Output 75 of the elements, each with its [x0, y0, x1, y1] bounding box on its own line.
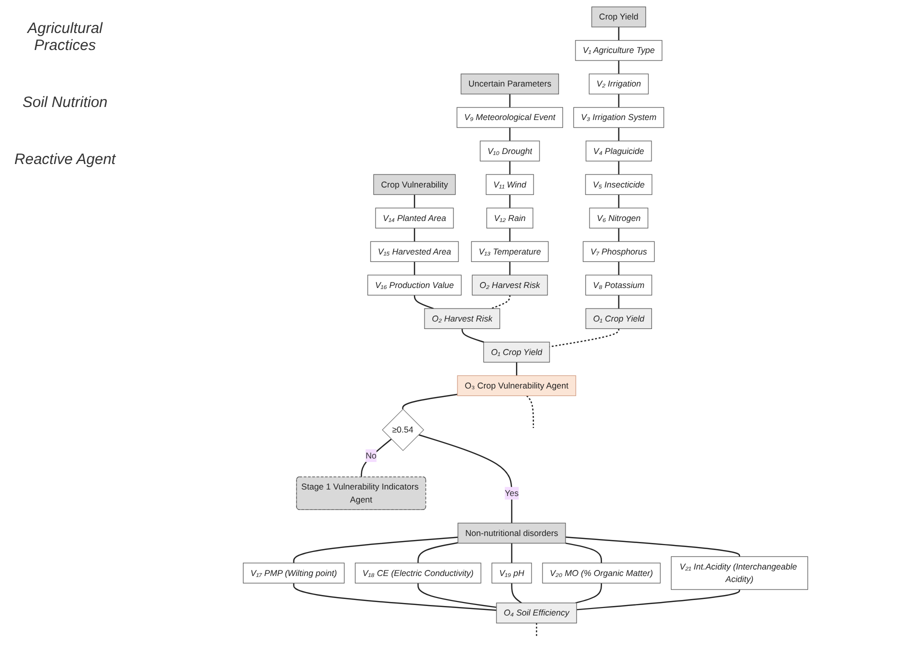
connector [414, 295, 434, 310]
node-box: Non-nutritional disorders [458, 522, 566, 544]
connector [414, 262, 416, 276]
connector [549, 328, 620, 348]
connector [509, 262, 510, 276]
node-box: V₁₃ Temperature [471, 241, 549, 262]
node-box: Uncertain Parameters [460, 74, 559, 94]
connector [462, 328, 484, 343]
connector [418, 434, 512, 524]
node-box: Crop Vulnerability [373, 174, 456, 195]
connector [526, 395, 534, 428]
node-box: O₂ Harvest Risk [472, 274, 548, 296]
node-box: O₁ Crop Yield [586, 308, 652, 329]
connector [402, 394, 458, 410]
connector [414, 194, 416, 208]
node-box: V₁ Agriculture Type [575, 40, 662, 61]
connector [516, 362, 518, 376]
node-box: V₂ Irrigation [588, 74, 649, 94]
connector [618, 27, 620, 40]
connector [575, 583, 602, 604]
node-box: V₇ Phosphorus [582, 241, 655, 262]
node-box: V₁₂ Rain [486, 208, 534, 228]
connector [417, 542, 458, 564]
node-box: V₁₄ Planted Area [375, 208, 454, 228]
edge-label: No [366, 450, 376, 460]
node-box: V₉ Meteorological Event [456, 107, 564, 128]
node-box: V₁₈ CE (Electric Conductivity) [354, 562, 482, 584]
node-box: O₄ Soil Efficiency [496, 602, 577, 624]
node-box: O₁ Crop Yield [483, 342, 550, 363]
connector [618, 295, 620, 309]
connector [536, 623, 538, 636]
connector [293, 536, 458, 564]
connector [509, 194, 510, 208]
connector [509, 228, 510, 242]
connector [414, 228, 416, 242]
node-box: V₄ Plaguicide [586, 140, 652, 162]
node-box: O₃ Crop Vulnerability Agent [457, 375, 576, 396]
node-box: V₈ Potassium [585, 274, 652, 296]
bracket-label: Soil Nutrition [21, 94, 109, 111]
node-box: V₁₆ Production Value [367, 274, 462, 296]
node-box: V₆ Nitrogen [589, 208, 648, 228]
edge-label: Yes [504, 488, 519, 498]
node-box: O₂ Harvest Risk [424, 308, 500, 329]
node-box: V₁₇ PMP (Wilting point) [242, 562, 345, 584]
node-box: V₁₀ Drought [480, 140, 540, 162]
connector [618, 94, 620, 108]
connector [576, 590, 740, 610]
connector [417, 583, 497, 608]
connector [618, 262, 620, 276]
connector [509, 94, 510, 108]
connector [618, 60, 620, 74]
node-box: V₁₁ Wind [486, 174, 534, 195]
connector [511, 543, 512, 564]
connector [490, 295, 510, 310]
node-box: V₃ Irrigation System [573, 107, 664, 128]
connector [293, 583, 496, 611]
node-box: V₂₀ MO (% Organic Matter) [542, 562, 661, 584]
connector [618, 161, 620, 174]
connector [618, 128, 620, 141]
node-box: V₁₅ Harvested Area [370, 241, 459, 262]
connector [509, 161, 510, 174]
connector [360, 438, 392, 478]
bracket-label: Agricultural Practices [26, 20, 104, 54]
connector [509, 128, 510, 141]
connector [618, 194, 620, 208]
connector [511, 583, 522, 604]
node-box: V₁₉ pH [492, 562, 532, 584]
connector [565, 542, 602, 564]
connector [618, 228, 620, 242]
node-box: V₅ Insecticide [585, 174, 652, 195]
connector [565, 536, 740, 557]
bracket-label: Reactive Agent [13, 151, 117, 168]
node-box: Crop Yield [591, 6, 646, 28]
node-box: V₂₁ Int.Acidity (Interchangeable Acidity) [670, 556, 808, 590]
node-diamond: ≥0.54 [382, 408, 424, 451]
